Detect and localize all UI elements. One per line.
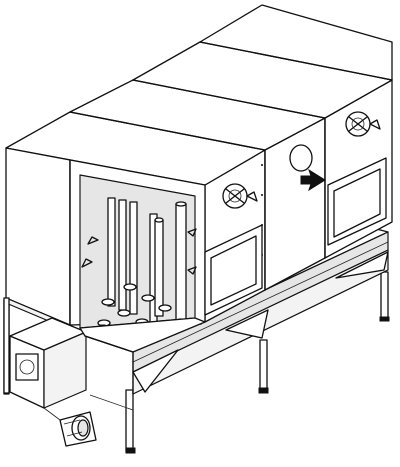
access-doors xyxy=(204,157,387,316)
hopper-front-edge xyxy=(79,317,206,395)
fan-wheel-left xyxy=(222,183,258,209)
top-roof-modules xyxy=(5,4,393,186)
outlet-pipe xyxy=(59,411,97,447)
airflow-arrows xyxy=(81,228,197,275)
air-inlet-with-arrow xyxy=(289,144,326,192)
fan-wheel-right xyxy=(345,111,381,137)
motor-blower xyxy=(9,317,97,447)
filter-cartridges xyxy=(107,197,187,325)
